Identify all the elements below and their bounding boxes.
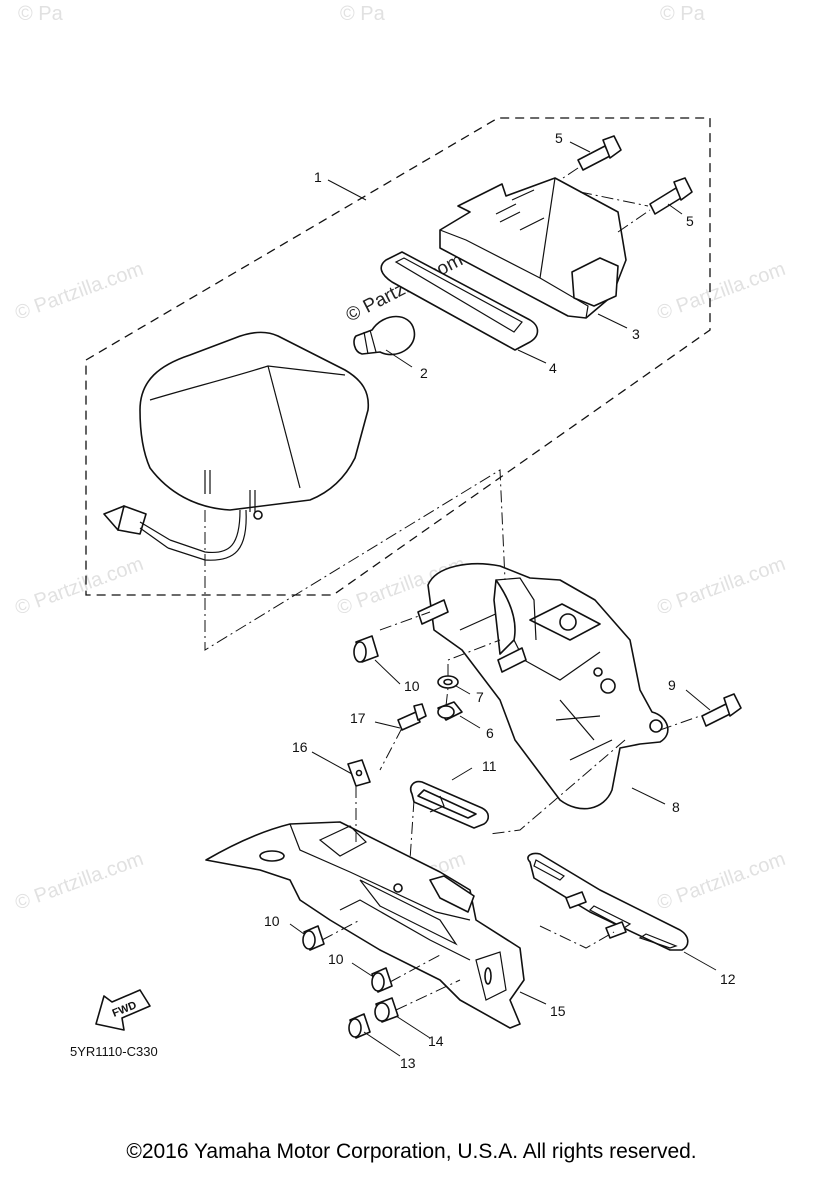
watermark: © Pa <box>660 3 706 25</box>
watermark: © Partzilla.com <box>12 553 146 620</box>
taillight-lens <box>103 331 370 561</box>
callout-17: 17 <box>350 710 366 726</box>
watermark: © Pa <box>18 3 64 25</box>
leader-lines <box>289 141 717 1057</box>
callout-7: 7 <box>476 689 484 705</box>
callout-1: 1 <box>314 169 322 185</box>
callout-11: 11 <box>482 758 497 774</box>
screw-17 <box>397 703 427 731</box>
callout-16: 16 <box>292 739 308 755</box>
forward-arrow: FWD <box>95 989 151 1031</box>
copyright-notice: ©2016 Yamaha Motor Corporation, U.S.A. A… <box>126 1140 697 1163</box>
callouts: 1 2 3 4 5 5 6 7 8 9 10 10 10 11 12 13 14… <box>264 130 736 1071</box>
rear-bracket <box>417 563 669 810</box>
watermarks: © Pa © Pa © Pa © Partzilla.com © Partzil… <box>12 3 788 915</box>
nut-6 <box>437 701 463 721</box>
watermark: © Partzilla.com <box>12 258 146 325</box>
license-lens <box>409 780 490 829</box>
callout-3: 3 <box>632 326 640 342</box>
callout-10-left: 10 <box>264 913 280 929</box>
callout-4: 4 <box>549 360 557 376</box>
callout-15: 15 <box>550 1003 566 1019</box>
callout-8: 8 <box>672 799 680 815</box>
gasket <box>380 251 539 351</box>
watermark: © Pa <box>340 3 386 25</box>
callout-10-upper: 10 <box>404 678 420 694</box>
callout-5-right: 5 <box>686 213 694 229</box>
nut-10-left <box>302 925 325 951</box>
nut-13 <box>348 1013 371 1039</box>
bulb <box>353 315 416 356</box>
nut-10-right <box>371 967 393 993</box>
plate-bracket <box>527 852 689 951</box>
nut-10-upper <box>353 635 379 663</box>
callout-10-middle: 10 <box>328 951 344 967</box>
bolt-right <box>649 177 693 215</box>
spacer-14 <box>374 997 399 1023</box>
washer-7 <box>437 675 459 689</box>
callout-13: 13 <box>400 1055 416 1071</box>
watermark: © Partzilla.com <box>654 848 788 915</box>
diagram-code: 5YR1110-C330 <box>70 1044 158 1059</box>
taillight-base <box>439 177 627 319</box>
callout-9: 9 <box>668 677 676 693</box>
watermark: © Partzilla.com <box>12 848 146 915</box>
watermark: © Partzilla.com <box>654 258 788 325</box>
clip-16 <box>347 759 371 787</box>
callout-2: 2 <box>420 365 428 381</box>
alignment-lines <box>204 167 701 1011</box>
watermark: © Partzilla.com <box>654 553 788 620</box>
assembly-outline <box>85 117 711 596</box>
bolt-9 <box>701 693 742 727</box>
callout-5-upper: 5 <box>555 130 563 146</box>
callout-12: 12 <box>720 971 736 987</box>
callout-6: 6 <box>486 725 494 741</box>
rear-fender <box>205 821 525 1029</box>
bolt-upper <box>577 135 622 171</box>
callout-14: 14 <box>428 1033 444 1049</box>
